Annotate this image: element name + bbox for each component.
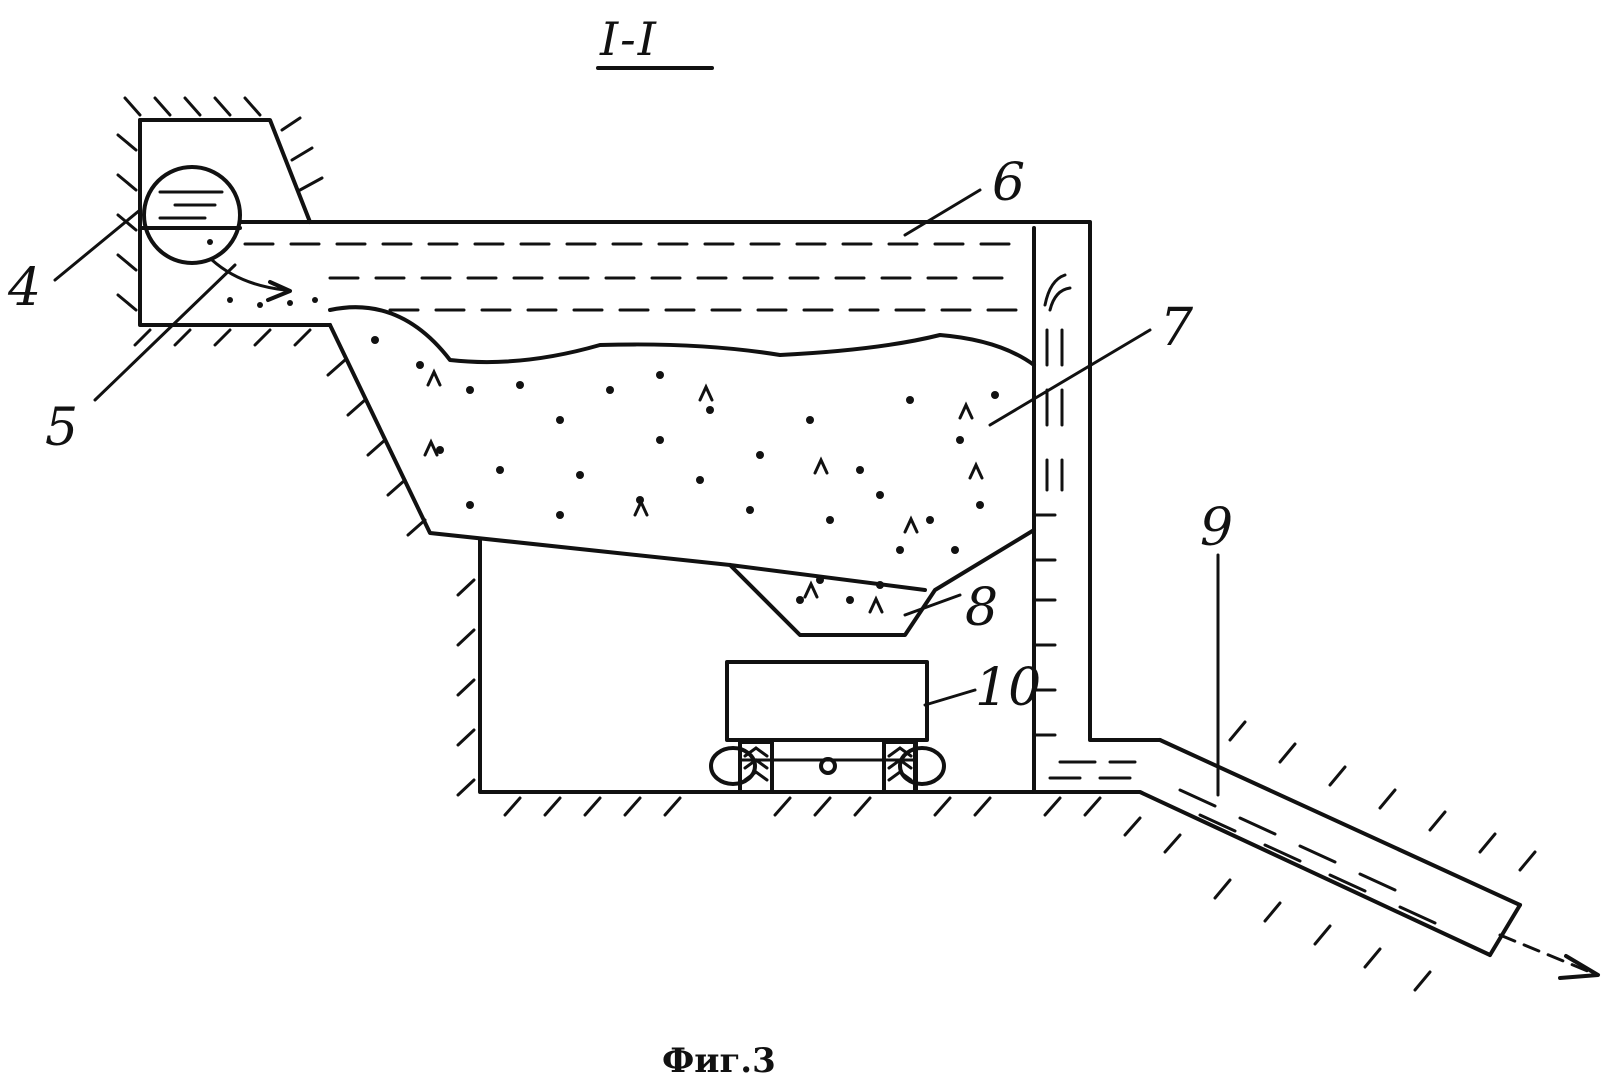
label-10: 10 [975, 658, 1041, 718]
tank-6-top-and-right-wall [238, 220, 1162, 742]
cart-tread-right [882, 740, 918, 794]
cart-axle [819, 757, 837, 775]
label-6: 6 [992, 153, 1025, 213]
pipe-chamber-left-bottom [138, 118, 332, 327]
sediment-7-surface [328, 305, 1036, 367]
flow-arrow-head [266, 280, 292, 302]
label-5: 5 [45, 398, 78, 458]
gravel-marks [423, 368, 984, 614]
leader-7 [988, 328, 1152, 427]
leader-10 [923, 688, 977, 707]
cart-tread-pattern [743, 746, 769, 782]
label-8: 8 [965, 578, 998, 638]
lower-chamber-outline [478, 538, 1036, 794]
leader-4 [53, 208, 142, 282]
channel-flow-mark [1048, 286, 1072, 312]
channel-water-marks [1032, 328, 1064, 737]
cart-tread-left [738, 740, 774, 794]
outflow-arrow-head [1558, 954, 1600, 980]
label-9: 9 [1200, 498, 1233, 558]
label-7: 7 [1160, 298, 1194, 358]
sediment-particles [207, 239, 999, 604]
section-title: I-I [599, 12, 658, 66]
outflow-arrow-shaft [1498, 933, 1592, 974]
leader-6 [903, 188, 982, 237]
cart-tread-pattern [887, 746, 913, 782]
leader-5 [93, 263, 237, 402]
label-4: 4 [7, 258, 41, 318]
ground-hatching [116, 96, 1537, 992]
outflow-pipe-top [1158, 738, 1522, 907]
leader-8 [903, 593, 962, 617]
figure-caption: Фиг.3 [662, 1041, 776, 1080]
flow-arrow [210, 258, 287, 292]
outflow-water-marks [1048, 760, 1437, 925]
outflow-pipe-end [1488, 903, 1522, 957]
pipe-4 [142, 165, 242, 265]
pipe-chamber-outline [138, 118, 312, 224]
cart-10-body [725, 660, 929, 742]
cart-wheel-left [709, 746, 757, 786]
channel-flow-mark [1043, 273, 1067, 307]
cart-wheel-right [898, 746, 946, 786]
tank-6-bottom [328, 323, 927, 592]
outflow-pipe-bottom [1032, 790, 1492, 957]
hopper-8 [728, 528, 1036, 637]
